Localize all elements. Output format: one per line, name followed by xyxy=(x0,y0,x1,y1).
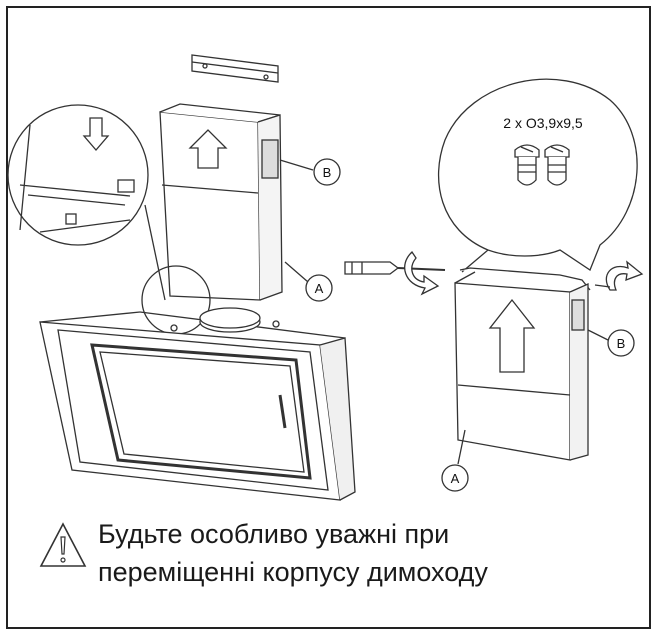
callout-a-left xyxy=(284,261,333,302)
detail-magnifier xyxy=(7,104,166,301)
screw-detail-bubble xyxy=(437,78,638,273)
hood-body xyxy=(39,307,356,501)
callout-b-left xyxy=(279,158,341,186)
callout-label-a-left: A xyxy=(315,281,324,296)
callout-label-a-right: A xyxy=(451,471,460,486)
screw-icon xyxy=(514,144,540,186)
callout-b-right xyxy=(587,329,635,357)
warning-line-2: переміщенні корпусу димоходу xyxy=(98,557,488,587)
callout-a-right xyxy=(441,429,469,492)
down-arrow-icon xyxy=(82,117,110,151)
warning-text: Будьте особливо уважні при переміщенні к… xyxy=(98,515,488,591)
screwdriver-icon xyxy=(344,261,446,275)
warning-line-1: Будьте особливо уважні при xyxy=(98,519,450,549)
callout-label-b-left: B xyxy=(323,165,332,180)
screw-icon xyxy=(544,144,570,186)
mounting-bracket xyxy=(191,54,279,83)
rotate-arrow-icon xyxy=(404,251,440,296)
screw-spec-label: 2 x O3,9x9,5 xyxy=(503,115,583,131)
chimney-cover-left xyxy=(159,103,283,301)
warning-triangle-icon xyxy=(39,522,87,567)
up-arrow-icon xyxy=(488,298,536,373)
warning-note: Будьте особливо уважні при переміщенні к… xyxy=(38,515,638,605)
chimney-cover-right xyxy=(454,267,611,461)
up-arrow-icon xyxy=(188,129,228,169)
callout-label-b-right: B xyxy=(617,336,626,351)
rotate-arrow-icon xyxy=(605,260,644,291)
